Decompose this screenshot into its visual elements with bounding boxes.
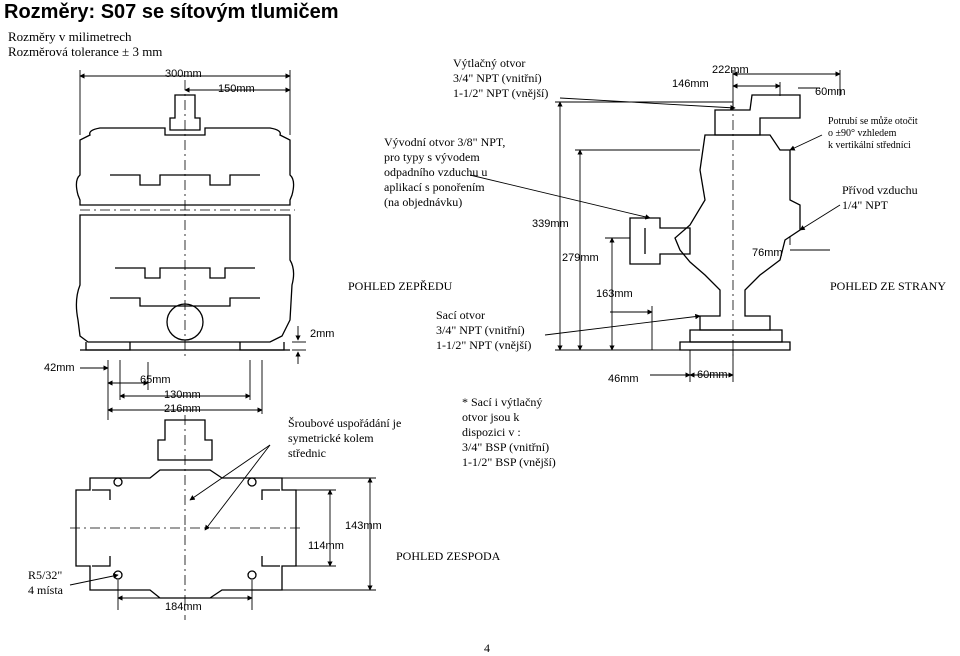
- front-view-outline: [75, 80, 295, 360]
- dim-143: 143mm: [345, 520, 382, 532]
- bsp-note: * Sací i výtlačný otvor jsou k dispozici…: [462, 395, 556, 470]
- bsp-line-3: dispozici v :: [462, 425, 521, 439]
- bottom-view-label: POHLED ZESPODA: [396, 549, 501, 563]
- leader-lines: [69, 97, 841, 586]
- dim-114: 114mm: [308, 540, 344, 552]
- page-number: 4: [484, 641, 490, 655]
- dim-76: 76mm: [752, 247, 783, 259]
- dim-130: 130mm: [164, 389, 201, 401]
- side-dimensions: [555, 70, 841, 382]
- bsp-line-2: otvor jsou k: [462, 410, 520, 424]
- suction-external: 1-1/2" NPT (vnější): [436, 338, 532, 352]
- air-inlet-size: 1/4" NPT: [842, 198, 888, 212]
- radius-callout: R5/32" 4 místa: [28, 568, 63, 598]
- bottom-dimensions: [117, 477, 376, 610]
- dim-42: 42mm: [44, 362, 75, 374]
- radius-count: 4 místa: [28, 583, 63, 597]
- exhaust-line-1: Vývodní otvor 3/8" NPT,: [384, 135, 506, 149]
- dim-150: 150mm: [218, 83, 255, 95]
- dim-222: 222mm: [712, 64, 749, 76]
- dim-60-bottom: 60mm: [697, 369, 728, 381]
- discharge-title: Výtlačný otvor: [453, 56, 526, 70]
- bolts-line-3: střednic: [288, 446, 326, 460]
- dim-300: 300mm: [165, 68, 202, 80]
- dim-216: 216mm: [164, 403, 201, 415]
- side-view-outline: [629, 94, 801, 360]
- air-inlet-callout: Přívod vzduchu 1/4" NPT: [842, 183, 918, 213]
- dim-146: 146mm: [672, 78, 709, 90]
- units-line: Rozměry v milimetrech: [8, 29, 132, 44]
- front-view-label: POHLED ZEPŘEDU: [348, 279, 453, 293]
- dim-60-top: 60mm: [815, 86, 846, 98]
- dim-184: 184mm: [165, 601, 202, 613]
- side-view-label: POHLED ZE STRANY: [830, 279, 946, 293]
- dim-163: 163mm: [596, 288, 633, 300]
- air-inlet-title: Přívod vzduchu: [842, 183, 918, 197]
- front-dimensions: [79, 70, 306, 420]
- bolts-line-1: Šroubové uspořádání je: [288, 416, 402, 430]
- bottom-view-outline: [70, 415, 300, 620]
- dim-2: 2mm: [310, 328, 335, 340]
- dim-65: 65mm: [140, 374, 171, 386]
- radius-value: R5/32": [28, 568, 63, 582]
- piping-line-2: o ±90° vzhledem: [828, 128, 897, 139]
- discharge-callout: Výtlačný otvor 3/4" NPT (vnitřní) 1-1/2"…: [453, 56, 548, 101]
- dim-339: 339mm: [532, 218, 569, 230]
- exhaust-line-4: aplikací s ponořením: [384, 180, 485, 194]
- piping-callout: Potrubí se může otočit o ±90° vzhledem k…: [828, 116, 918, 152]
- bolts-line-2: symetrické kolem: [288, 431, 374, 445]
- bsp-line-5: 1-1/2" BSP (vnější): [462, 455, 556, 469]
- discharge-external: 1-1/2" NPT (vnější): [453, 86, 549, 100]
- exhaust-callout: Vývodní otvor 3/8" NPT, pro typy s vývod…: [384, 135, 505, 210]
- bsp-line-1: * Sací i výtlačný: [462, 395, 543, 409]
- exhaust-line-2: pro typy s vývodem: [384, 150, 480, 164]
- piping-line-3: k vertikální středníci: [828, 140, 911, 151]
- exhaust-line-3: odpadního vzduchu u: [384, 165, 488, 179]
- tolerance-line: Rozměrová tolerance ± 3 mm: [8, 44, 163, 59]
- exhaust-line-5: (na objednávku): [384, 195, 463, 209]
- dim-46: 46mm: [608, 373, 639, 385]
- page-title: Rozměry: S07 se sítovým tlumičem: [4, 1, 339, 23]
- dim-279: 279mm: [562, 252, 599, 264]
- units-note: Rozměry v milimetrech Rozměrová toleranc…: [8, 29, 162, 59]
- suction-callout: Sací otvor 3/4" NPT (vnitřní) 1-1/2" NPT…: [436, 308, 531, 353]
- suction-title: Sací otvor: [436, 308, 485, 322]
- discharge-internal: 3/4" NPT (vnitřní): [453, 71, 542, 85]
- piping-line-1: Potrubí se může otočit: [828, 116, 918, 127]
- suction-internal: 3/4" NPT (vnitřní): [436, 323, 525, 337]
- bsp-line-4: 3/4" BSP (vnitřní): [462, 440, 550, 454]
- bolts-callout: Šroubové uspořádání je symetrické kolem …: [288, 416, 401, 461]
